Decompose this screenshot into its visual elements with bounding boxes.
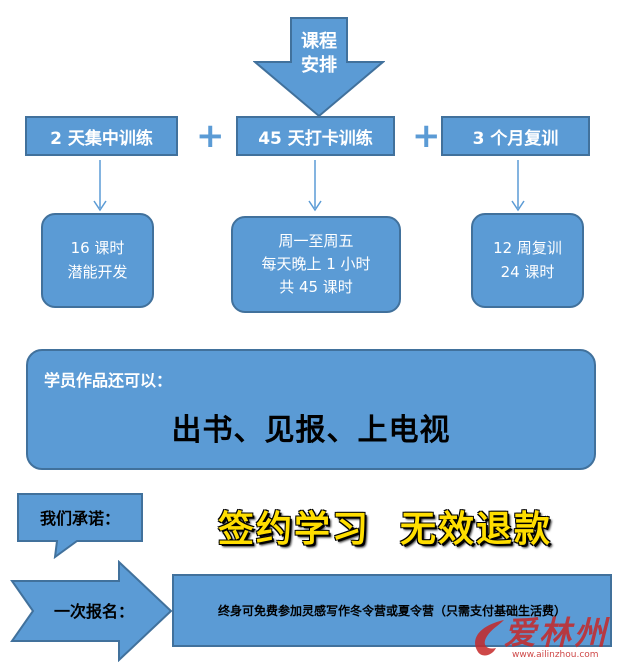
plus-icon: + [412,116,441,156]
arrow-down-icon [511,160,525,212]
detail-line: 潜能开发 [67,262,128,281]
plan-45day: 45 天打卡训练 [236,116,395,156]
promise-part2: 无效退款 [400,509,553,550]
detail-line: 16 课时 [70,239,125,258]
detail-line: 12 周复训 [493,239,562,258]
course-schedule-line1: 课程 [301,31,337,52]
course-schedule-line2: 安排 [301,55,337,76]
signup-info-box: 终身可免费参加灵感写作冬令营或夏令营（只需支付基础生活费） [172,574,612,647]
plan-3month: 3 个月复训 [441,116,590,156]
promise-label: 我们承诺： [39,509,120,528]
course-schedule-arrow [253,17,385,118]
detail-line: 周一至周五 [278,231,354,250]
signup-info-text: 终身可免费参加灵感写作冬令营或夏令营（只需支付基础生活费） [217,604,566,618]
plan-45day-label: 45 天打卡训练 [258,128,373,149]
works-panel: 学员作品还可以： 出书、见报、上电视 [26,349,596,470]
promise-part1: 签约学习 [218,509,371,550]
plan-2day-label: 2 天集中训练 [50,128,153,149]
plan-3month-details: 12 周复训 24 课时 [471,213,584,308]
watermark-url: www.ailinzhou.com [512,650,599,660]
signup-arrow [10,560,173,662]
watermark-swoosh-icon [475,620,504,656]
detail-line: 共 45 课时 [279,278,353,297]
detail-line: 每天晚上 1 小时 [261,254,371,273]
watermark-logo: 爱林州 www.ailinzhou.com [468,604,633,666]
promise-slogan: 签约学习无效退款 [218,500,552,552]
signup-label: 一次报名： [53,602,134,621]
plan-2day: 2 天集中训练 [25,116,178,156]
works-headline: 出书、见报、上电视 [171,413,451,448]
watermark-text: 爱林州 [504,614,610,652]
course-schedule-title: 课程 安排 [291,30,347,78]
detail-line: 24 课时 [500,262,555,281]
arrow-down-icon [308,160,322,212]
works-label: 学员作品还可以： [44,371,173,390]
plan-2day-details: 16 课时 潜能开发 [41,213,154,308]
promise-callout [17,493,143,559]
plan-3month-label: 3 个月复训 [472,128,559,149]
plus-icon: + [196,116,225,156]
arrow-down-icon [93,160,107,212]
plan-45day-details: 周一至周五 每天晚上 1 小时 共 45 课时 [231,216,401,313]
